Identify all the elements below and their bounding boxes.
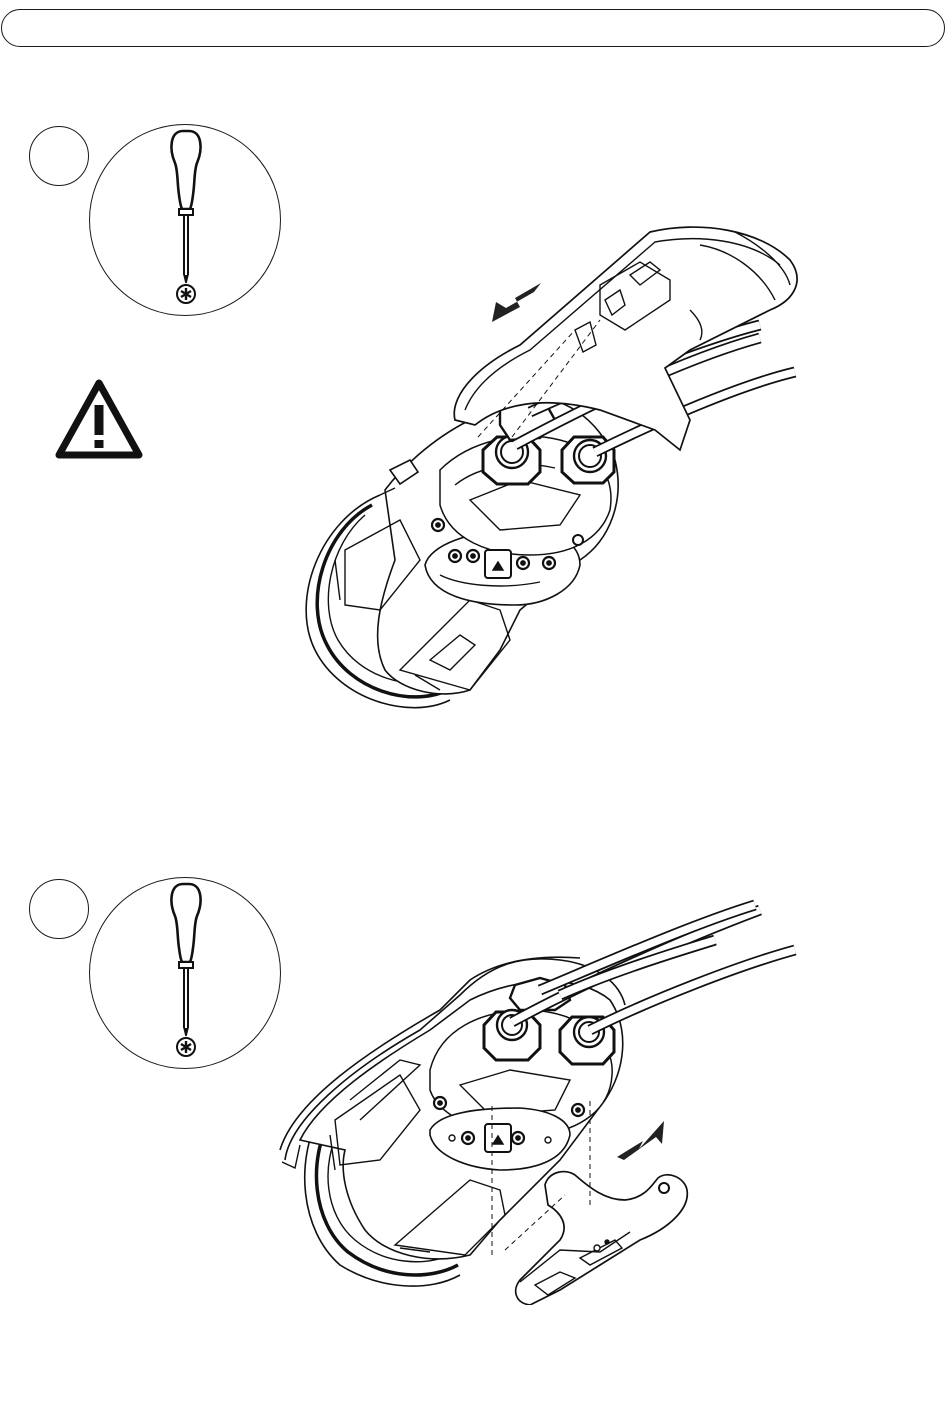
remove-cable-cover-illustration — [290, 215, 810, 725]
header-bar — [1, 9, 945, 47]
step-1-tool-panel — [89, 124, 281, 316]
torx-screwdriver-icon — [90, 125, 282, 317]
step-1-badge — [29, 126, 89, 186]
step-2-tool-panel — [89, 877, 281, 1069]
attach-cable-cover-illustration — [275, 895, 810, 1305]
slide-arrow-up-right-icon — [617, 1121, 664, 1160]
step-2-badge — [29, 879, 89, 939]
torx-screwdriver-icon — [90, 878, 282, 1070]
caution-triangle-icon — [53, 377, 145, 463]
